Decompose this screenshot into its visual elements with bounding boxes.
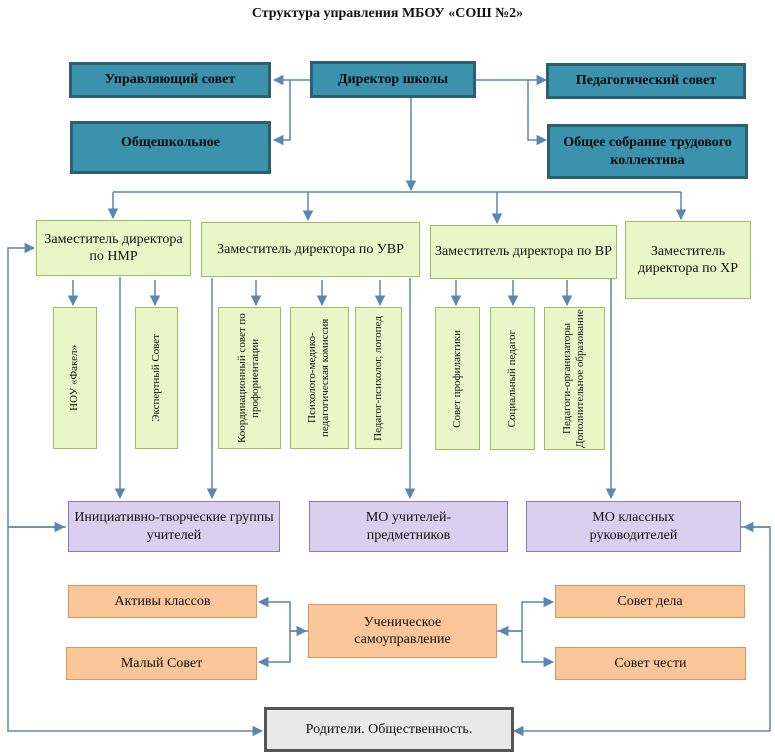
deputy-hr-box: Заместитель директора по ХР: [625, 221, 751, 299]
expert-council-label: Экспертный Совет: [149, 334, 162, 422]
director-box: Директор школы: [310, 61, 476, 98]
managing-council-label: Управляющий совет: [104, 72, 236, 88]
page-title: Структура управления МБОУ «СОШ №2»: [251, 6, 524, 21]
managing-council-box: Управляющий совет: [69, 62, 271, 98]
prevention-council-box: Совет профилактики: [435, 307, 480, 450]
pmpk-label: Психолого-медико-педагогическая комиссия: [306, 318, 332, 438]
social-teacher-label: Социальный педагог: [505, 329, 518, 428]
creative-groups-box: Инициативно-творческие группы учителей: [68, 501, 280, 552]
school-wide-box: Общешкольное: [70, 121, 271, 174]
organizers-box: Педагоги-организаторы Дополнительное обр…: [544, 307, 605, 450]
general-meeting-box: Общее собрание трудового коллектива: [547, 124, 748, 179]
self-government-label: Ученическое самоуправление: [354, 614, 451, 648]
deputy-nmr-box: Заместитель директора по НМР: [36, 220, 191, 276]
mo-class-box: МО классных руководителей: [526, 501, 741, 552]
general-meeting-label: Общее собрание трудового коллектива: [563, 135, 732, 168]
deputy-vr-label: Заместитель директора по ВР: [435, 244, 612, 260]
nou-fakel-label: НОУ «Факел»: [68, 345, 81, 411]
social-teacher-box: Социальный педагог: [490, 307, 535, 450]
pmpk-box: Психолого-медико-педагогическая комиссия: [290, 307, 349, 449]
self-government-box: Ученическое самоуправление: [308, 604, 497, 658]
mo-subjects-box: МО учителей-предметников: [309, 501, 508, 552]
deputy-nmr-label: Заместитель директора по НМР: [44, 231, 183, 265]
pedagogical-council-box: Педагогический совет: [546, 63, 746, 99]
parents-label: Родители. Общественность.: [305, 721, 473, 737]
school-wide-label: Общешкольное: [121, 135, 220, 150]
organizers-label: Педагоги-организаторы Дополнительное обр…: [561, 309, 587, 448]
small-council-label: Малый Совет: [120, 655, 203, 671]
council-of-affairs-box: Совет дела: [555, 585, 745, 618]
nou-fakel-box: НОУ «Факел»: [53, 307, 97, 449]
class-assets-label: Активы классов: [114, 593, 211, 609]
small-council-box: Малый Совет: [66, 647, 257, 680]
coord-council-box: Координационный совет по профориентации: [218, 307, 281, 449]
psych-speech-label: Педагог-психолог, логопед: [371, 315, 384, 441]
council-of-honor-label: Совет чести: [614, 655, 687, 671]
mo-class-label: МО классных руководителей: [589, 510, 678, 543]
creative-groups-label: Инициативно-творческие группы учителей: [74, 510, 274, 543]
psych-speech-box: Педагог-психолог, логопед: [355, 307, 402, 449]
pedagogical-council-label: Педагогический совет: [575, 73, 717, 89]
mo-subjects-label: МО учителей-предметников: [365, 510, 452, 543]
deputy-hr-label: Заместитель директора по ХР: [638, 243, 738, 277]
class-assets-box: Активы классов: [68, 585, 257, 618]
deputy-uvr-label: Заместитель директора по УВР: [217, 241, 404, 257]
council-of-honor-box: Совет чести: [555, 647, 746, 680]
parents-box: Родители. Общественность.: [264, 707, 514, 752]
deputy-uvr-box: Заместитель директора по УВР: [201, 222, 420, 277]
council-of-affairs-label: Совет дела: [617, 593, 683, 609]
deputy-vr-box: Заместитель директора по ВР: [430, 225, 617, 279]
expert-council-box: Экспертный Совет: [135, 307, 178, 449]
prevention-council-label: Совет профилактики: [450, 329, 463, 428]
director-label: Директор школы: [337, 71, 449, 87]
coord-council-label: Координационный совет по профориентации: [236, 313, 262, 443]
